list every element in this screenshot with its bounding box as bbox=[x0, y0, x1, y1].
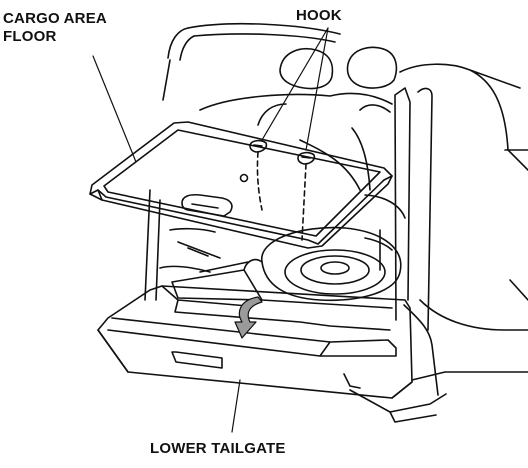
lower-tailgate-inner bbox=[97, 317, 397, 373]
rear-pillar-left bbox=[144, 27, 195, 301]
hook-slot-right bbox=[297, 151, 316, 165]
lower-tailgate-hinge-right bbox=[343, 373, 413, 399]
cargo-floor-board-inner-rim bbox=[103, 129, 381, 237]
rear-seat-left-headrest bbox=[279, 48, 334, 90]
cargo-floor-board bbox=[89, 121, 393, 249]
label-cargo-area-floor: CARGO AREA FLOOR bbox=[3, 10, 107, 46]
cargo-floor-board-edge bbox=[89, 175, 393, 245]
label-hook: HOOK bbox=[296, 7, 342, 24]
hook-slot-left bbox=[249, 139, 268, 153]
rear-pillar-right bbox=[394, 87, 439, 396]
cargo-floor-board-hole bbox=[239, 173, 249, 183]
spare-wheel-well bbox=[261, 226, 402, 302]
leader-hook-left bbox=[261, 27, 329, 141]
under-floor-tray bbox=[171, 258, 393, 309]
rear-opening-top bbox=[187, 22, 341, 43]
cargo-floor-board-handle bbox=[181, 193, 233, 217]
label-lower-tailgate: LOWER TAILGATE bbox=[150, 440, 286, 457]
leader-lower-tailgate bbox=[231, 379, 241, 433]
fold-direction-arrow bbox=[234, 296, 263, 339]
spare-wheel-hub bbox=[320, 261, 350, 275]
lower-tailgate-handle bbox=[171, 351, 223, 369]
leader-cargo-floor bbox=[92, 55, 137, 163]
leader-hook-right bbox=[305, 27, 329, 151]
label-cargo-area-floor-line1: CARGO AREA bbox=[3, 10, 107, 27]
label-cargo-area-floor-line2: FLOOR bbox=[3, 28, 57, 45]
interior-side-wall bbox=[159, 227, 393, 273]
spare-wheel-inner bbox=[300, 255, 370, 285]
rear-seat-right-headrest bbox=[346, 46, 398, 89]
rear-seat-backs bbox=[199, 92, 406, 219]
hook-line-dashed bbox=[256, 151, 307, 241]
vehicle-body-outline bbox=[399, 63, 528, 381]
rear-bumper bbox=[349, 389, 447, 423]
spare-wheel-outer bbox=[284, 249, 386, 295]
